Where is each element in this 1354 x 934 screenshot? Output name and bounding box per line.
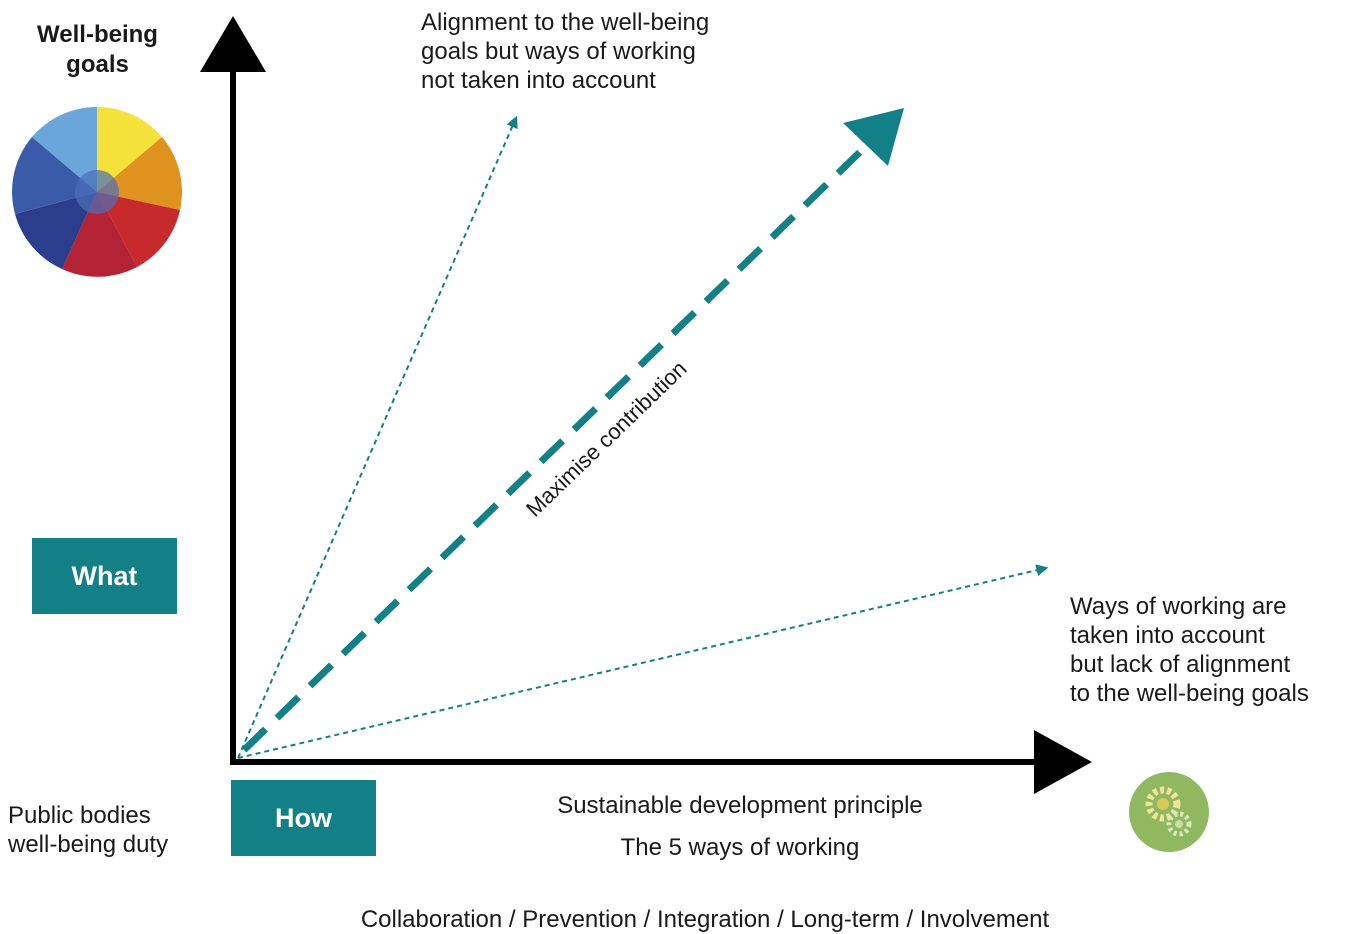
- right-annotation: Ways of working are taken into account b…: [1070, 592, 1309, 708]
- duty-label: Public bodies well-being duty: [8, 801, 168, 859]
- top-annotation-line-1: Alignment to the well-being: [421, 9, 710, 36]
- horizontal-axis-arrowhead: [1034, 730, 1092, 794]
- well-being-goals-wheel-icon: [12, 106, 182, 277]
- right-annotation-line-1: Ways of working are: [1070, 593, 1287, 620]
- what-only-arrow: [237, 115, 518, 759]
- right-annotation-line-3: but lack of alignment: [1070, 651, 1291, 678]
- right-annotation-line-4: to the well-being goals: [1070, 680, 1309, 707]
- goals-title-line-1: Well-being: [37, 21, 158, 48]
- top-annotation: Alignment to the well-being goals but wa…: [421, 8, 709, 95]
- ways-label: The 5 ways of working: [620, 834, 860, 861]
- top-annotation-line-3: not taken into account: [421, 67, 656, 94]
- goals-title: Well-being goals: [30, 20, 165, 80]
- top-annotation-line-2: goals but ways of working: [421, 38, 696, 65]
- gears-icon: [1129, 772, 1209, 852]
- ways-list: Collaboration / Prevention / Integration…: [360, 906, 1050, 933]
- principle-label: Sustainable development principle: [557, 792, 923, 819]
- maximise-contribution-arrow: [241, 108, 904, 753]
- how-box: How: [231, 780, 376, 856]
- maximise-contribution-arrowhead: [843, 108, 904, 166]
- diagonal-label: Maximise contribution: [521, 356, 691, 522]
- what-box: What: [32, 538, 177, 614]
- horizontal-axis: [230, 730, 1092, 794]
- how-only-arrow: [237, 564, 1049, 759]
- duty-label-line-2: well-being duty: [8, 831, 169, 858]
- vertical-axis: [200, 16, 266, 760]
- right-annotation-line-2: taken into account: [1070, 622, 1265, 649]
- duty-label-line-1: Public bodies: [8, 802, 151, 829]
- goals-title-line-2: goals: [66, 51, 129, 78]
- vertical-axis-arrowhead: [200, 16, 266, 72]
